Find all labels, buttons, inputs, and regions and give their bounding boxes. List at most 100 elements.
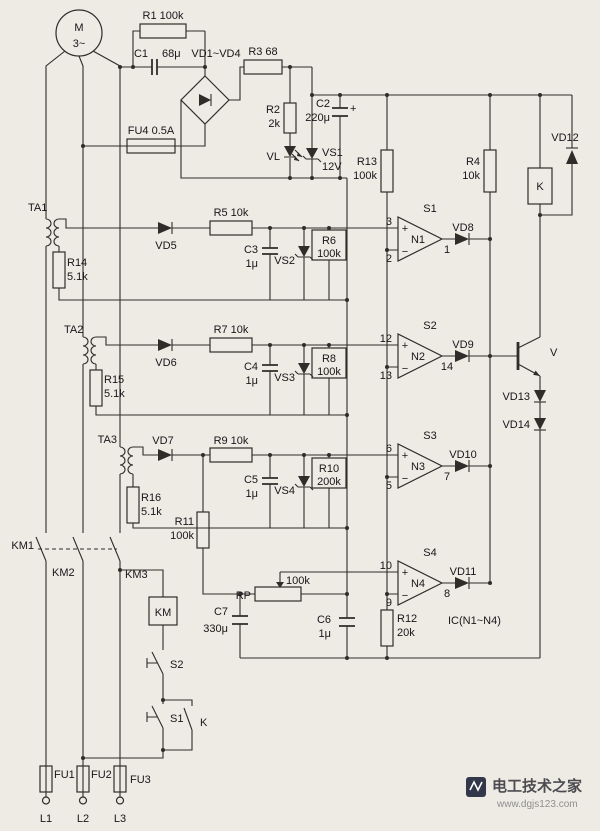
c5-value: 1μ bbox=[246, 488, 258, 500]
n4-plus: + bbox=[402, 567, 408, 579]
watermark-site-url: www.dgjs123.com bbox=[496, 799, 578, 810]
r16-value: 5.1k bbox=[141, 506, 162, 518]
km1-label: KM1 bbox=[11, 540, 34, 552]
resistor-r13: R13 100k bbox=[353, 149, 394, 193]
r11-label: R11 bbox=[175, 516, 194, 528]
r7-label: R7 10k bbox=[214, 324, 249, 336]
km3-label: KM3 bbox=[125, 569, 148, 581]
r5-label: R5 10k bbox=[214, 207, 249, 219]
rp-value: 100k bbox=[286, 575, 310, 587]
diode-vd7: VD7 bbox=[152, 435, 174, 461]
resistor-r10: R10 200k bbox=[311, 457, 347, 489]
capacitor-c6: C6 1μ bbox=[317, 614, 355, 640]
c2-value: 220μ bbox=[305, 112, 330, 124]
v-label: V bbox=[550, 347, 558, 359]
vs4-label: VS4 bbox=[274, 485, 295, 497]
transformer-ta2: TA2 bbox=[64, 324, 97, 365]
zener-vs3: VS3 bbox=[274, 363, 314, 384]
vd14-label: VD14 bbox=[502, 419, 530, 431]
capacitor-c5: C5 1μ bbox=[244, 474, 278, 500]
k-contact-label: K bbox=[200, 717, 208, 729]
resistor-r9: R9 10k bbox=[209, 435, 253, 463]
diode-vd14: VD14 bbox=[502, 418, 546, 431]
vd6-label: VD6 bbox=[155, 357, 176, 369]
r2-value: 2k bbox=[268, 118, 280, 130]
c6-label: C6 bbox=[317, 614, 331, 626]
comparator-n3: + − N3 S3 6 5 7 bbox=[386, 430, 450, 492]
bridge-label: VD1~VD4 bbox=[191, 48, 240, 60]
r14-label: R14 bbox=[67, 257, 87, 269]
transformer-ta3: TA3 bbox=[98, 434, 134, 475]
terminal-l1: L1 bbox=[40, 796, 52, 825]
c7-label: C7 bbox=[214, 606, 228, 618]
vd8-label: VD8 bbox=[452, 222, 473, 234]
r10-value: 200k bbox=[317, 476, 341, 488]
n4-pin-plus: 10 bbox=[380, 560, 392, 572]
motor: M 3~ bbox=[55, 9, 103, 57]
rp-label: RP bbox=[236, 590, 251, 602]
relay-contact-k: K bbox=[183, 707, 208, 731]
r1-label: R1 100k bbox=[143, 10, 184, 22]
n1-minus: − bbox=[402, 246, 408, 258]
resistor-r4: R4 10k bbox=[462, 149, 497, 193]
resistor-r5: R5 10k bbox=[209, 207, 253, 236]
fu3-label: FU3 bbox=[130, 774, 151, 786]
watermark: 电工技术之家 www.dgjs123.com bbox=[466, 777, 582, 810]
diode-vd6: VD6 bbox=[155, 339, 177, 369]
r4-label: R4 bbox=[466, 156, 480, 168]
km-coil-label: KM bbox=[155, 607, 172, 619]
vd11-label: VD11 bbox=[450, 566, 477, 578]
n3-pin-minus: 5 bbox=[386, 480, 392, 492]
vd12-label: VD12 bbox=[551, 132, 579, 144]
c1-label: C1 bbox=[134, 48, 148, 60]
r14-value: 5.1k bbox=[67, 271, 88, 283]
vd13-label: VD13 bbox=[502, 391, 530, 403]
motor-label: M bbox=[74, 22, 83, 34]
s4-label: S4 bbox=[423, 547, 436, 559]
n4-pin-out: 8 bbox=[444, 588, 450, 600]
r6-label: R6 bbox=[322, 235, 336, 247]
s2-switch-label: S2 bbox=[170, 659, 183, 671]
resistor-r3: R3 68 bbox=[243, 46, 283, 75]
diode-vd12: VD12 bbox=[551, 132, 579, 164]
c4-label: C4 bbox=[244, 361, 258, 373]
ic-label: IC(N1~N4) bbox=[448, 615, 501, 627]
c7-value: 330μ bbox=[203, 623, 228, 635]
c2-polarity: + bbox=[350, 103, 356, 115]
n2-minus: − bbox=[402, 363, 408, 375]
n3-pin-plus: 6 bbox=[386, 443, 392, 455]
r16-label: R16 bbox=[141, 492, 161, 504]
ta1-label: TA1 bbox=[28, 202, 47, 214]
vs1-label: VS1 bbox=[322, 147, 343, 159]
r9-label: R9 10k bbox=[214, 435, 249, 447]
s1-label: S1 bbox=[423, 203, 436, 215]
diode-vd5: VD5 bbox=[155, 222, 177, 252]
vs3-label: VS3 bbox=[274, 372, 295, 384]
motor-phase-label: 3~ bbox=[73, 38, 86, 50]
n1-plus: + bbox=[402, 223, 408, 235]
terminal-l2: L2 bbox=[77, 796, 89, 825]
r13-value: 100k bbox=[353, 170, 377, 182]
n1-pin-plus: 3 bbox=[386, 216, 392, 228]
r10-label: R10 bbox=[319, 463, 339, 475]
n4-pin-minus: 9 bbox=[386, 597, 392, 609]
capacitor-c4: C4 1μ bbox=[244, 361, 278, 387]
r12-value: 20k bbox=[397, 627, 415, 639]
c5-label: C5 bbox=[244, 474, 258, 486]
km2-label: KM2 bbox=[52, 567, 75, 579]
n4-label: N4 bbox=[411, 578, 425, 590]
r12-label: R12 bbox=[397, 613, 417, 625]
vs1-value: 12V bbox=[322, 161, 342, 173]
r13-label: R13 bbox=[357, 156, 377, 168]
vd5-label: VD5 bbox=[155, 240, 176, 252]
ta2-label: TA2 bbox=[64, 324, 83, 336]
r8-label: R8 bbox=[322, 353, 336, 365]
r15-label: R15 bbox=[104, 374, 124, 386]
c6-value: 1μ bbox=[319, 628, 331, 640]
n3-minus: − bbox=[402, 473, 408, 485]
s1-switch-label: S1 bbox=[170, 713, 183, 725]
n1-pin-out: 1 bbox=[444, 244, 450, 256]
r15-value: 5.1k bbox=[104, 388, 125, 400]
